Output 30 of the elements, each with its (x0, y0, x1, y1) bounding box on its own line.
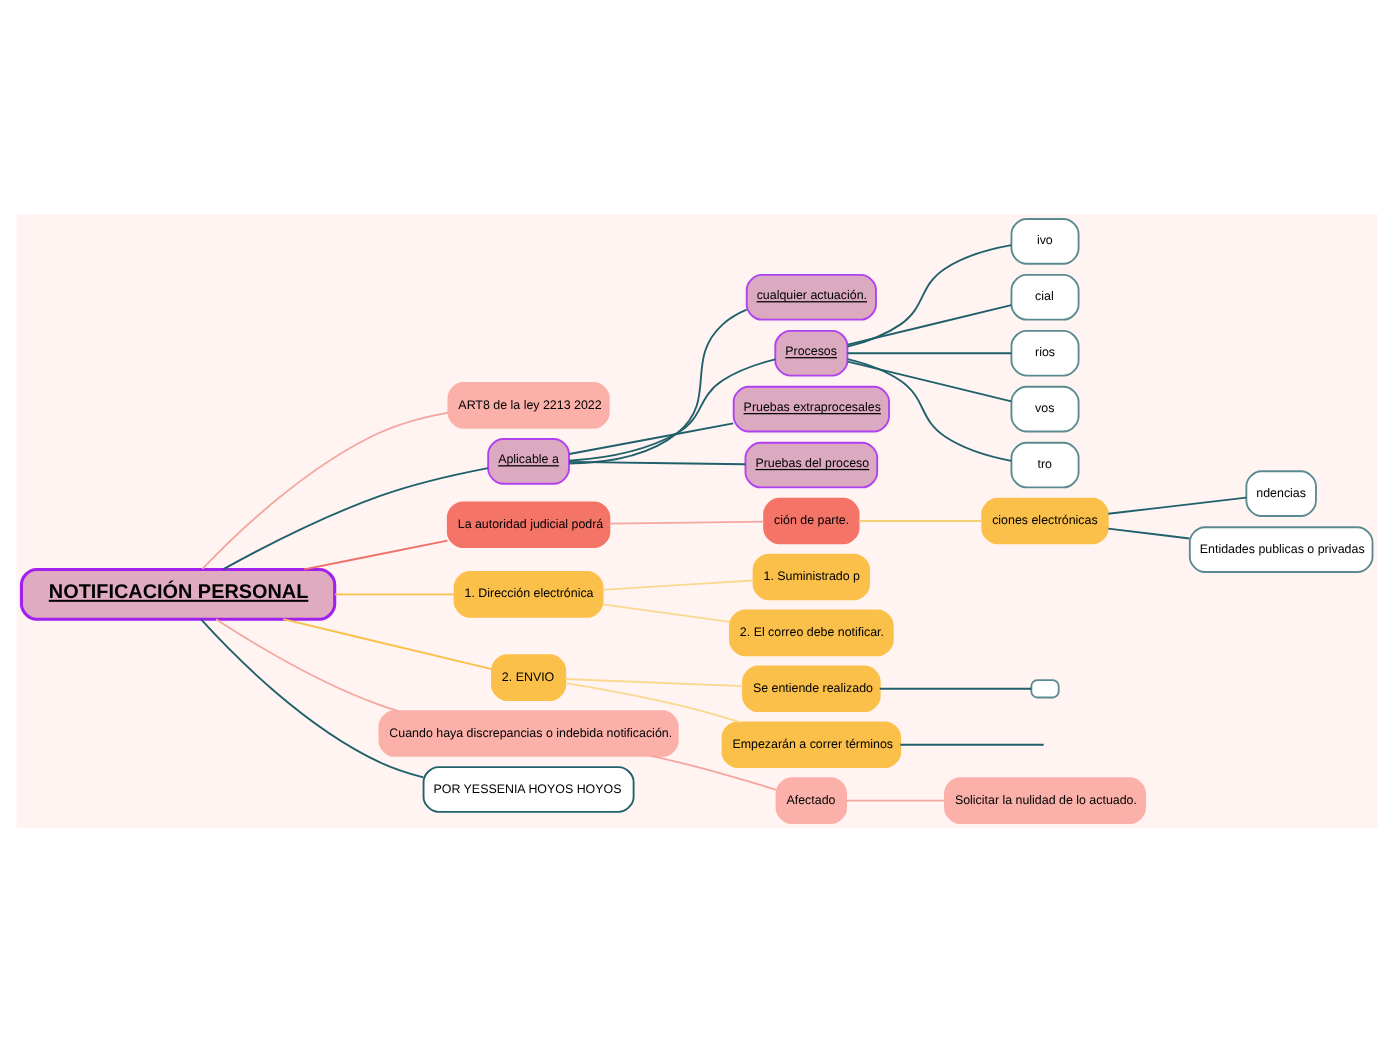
connector (601, 578, 755, 590)
connector (215, 617, 400, 712)
node-box (1030, 678, 1060, 698)
connector (1107, 495, 1248, 514)
connector (846, 359, 1013, 402)
connector (608, 519, 765, 524)
connector (845, 798, 946, 801)
connector (857, 519, 983, 521)
connector (568, 357, 777, 461)
connector (846, 351, 1013, 354)
connector (846, 243, 1013, 347)
connector (878, 686, 1033, 689)
node-box: NOTIFICACIÓN PERSONAL (19, 566, 337, 620)
connector (303, 538, 449, 570)
connector (564, 677, 744, 687)
connector (568, 421, 735, 454)
connector (846, 357, 1013, 461)
connector (564, 681, 742, 723)
connector (200, 617, 425, 778)
connector (1107, 526, 1191, 539)
connector (601, 602, 731, 622)
connector (222, 466, 489, 570)
connector (568, 459, 747, 465)
connector (846, 303, 1013, 345)
connector (899, 742, 1045, 745)
connector (334, 592, 456, 595)
connector (568, 307, 748, 464)
connector (649, 754, 777, 790)
connector (201, 410, 450, 569)
connector (282, 617, 493, 670)
